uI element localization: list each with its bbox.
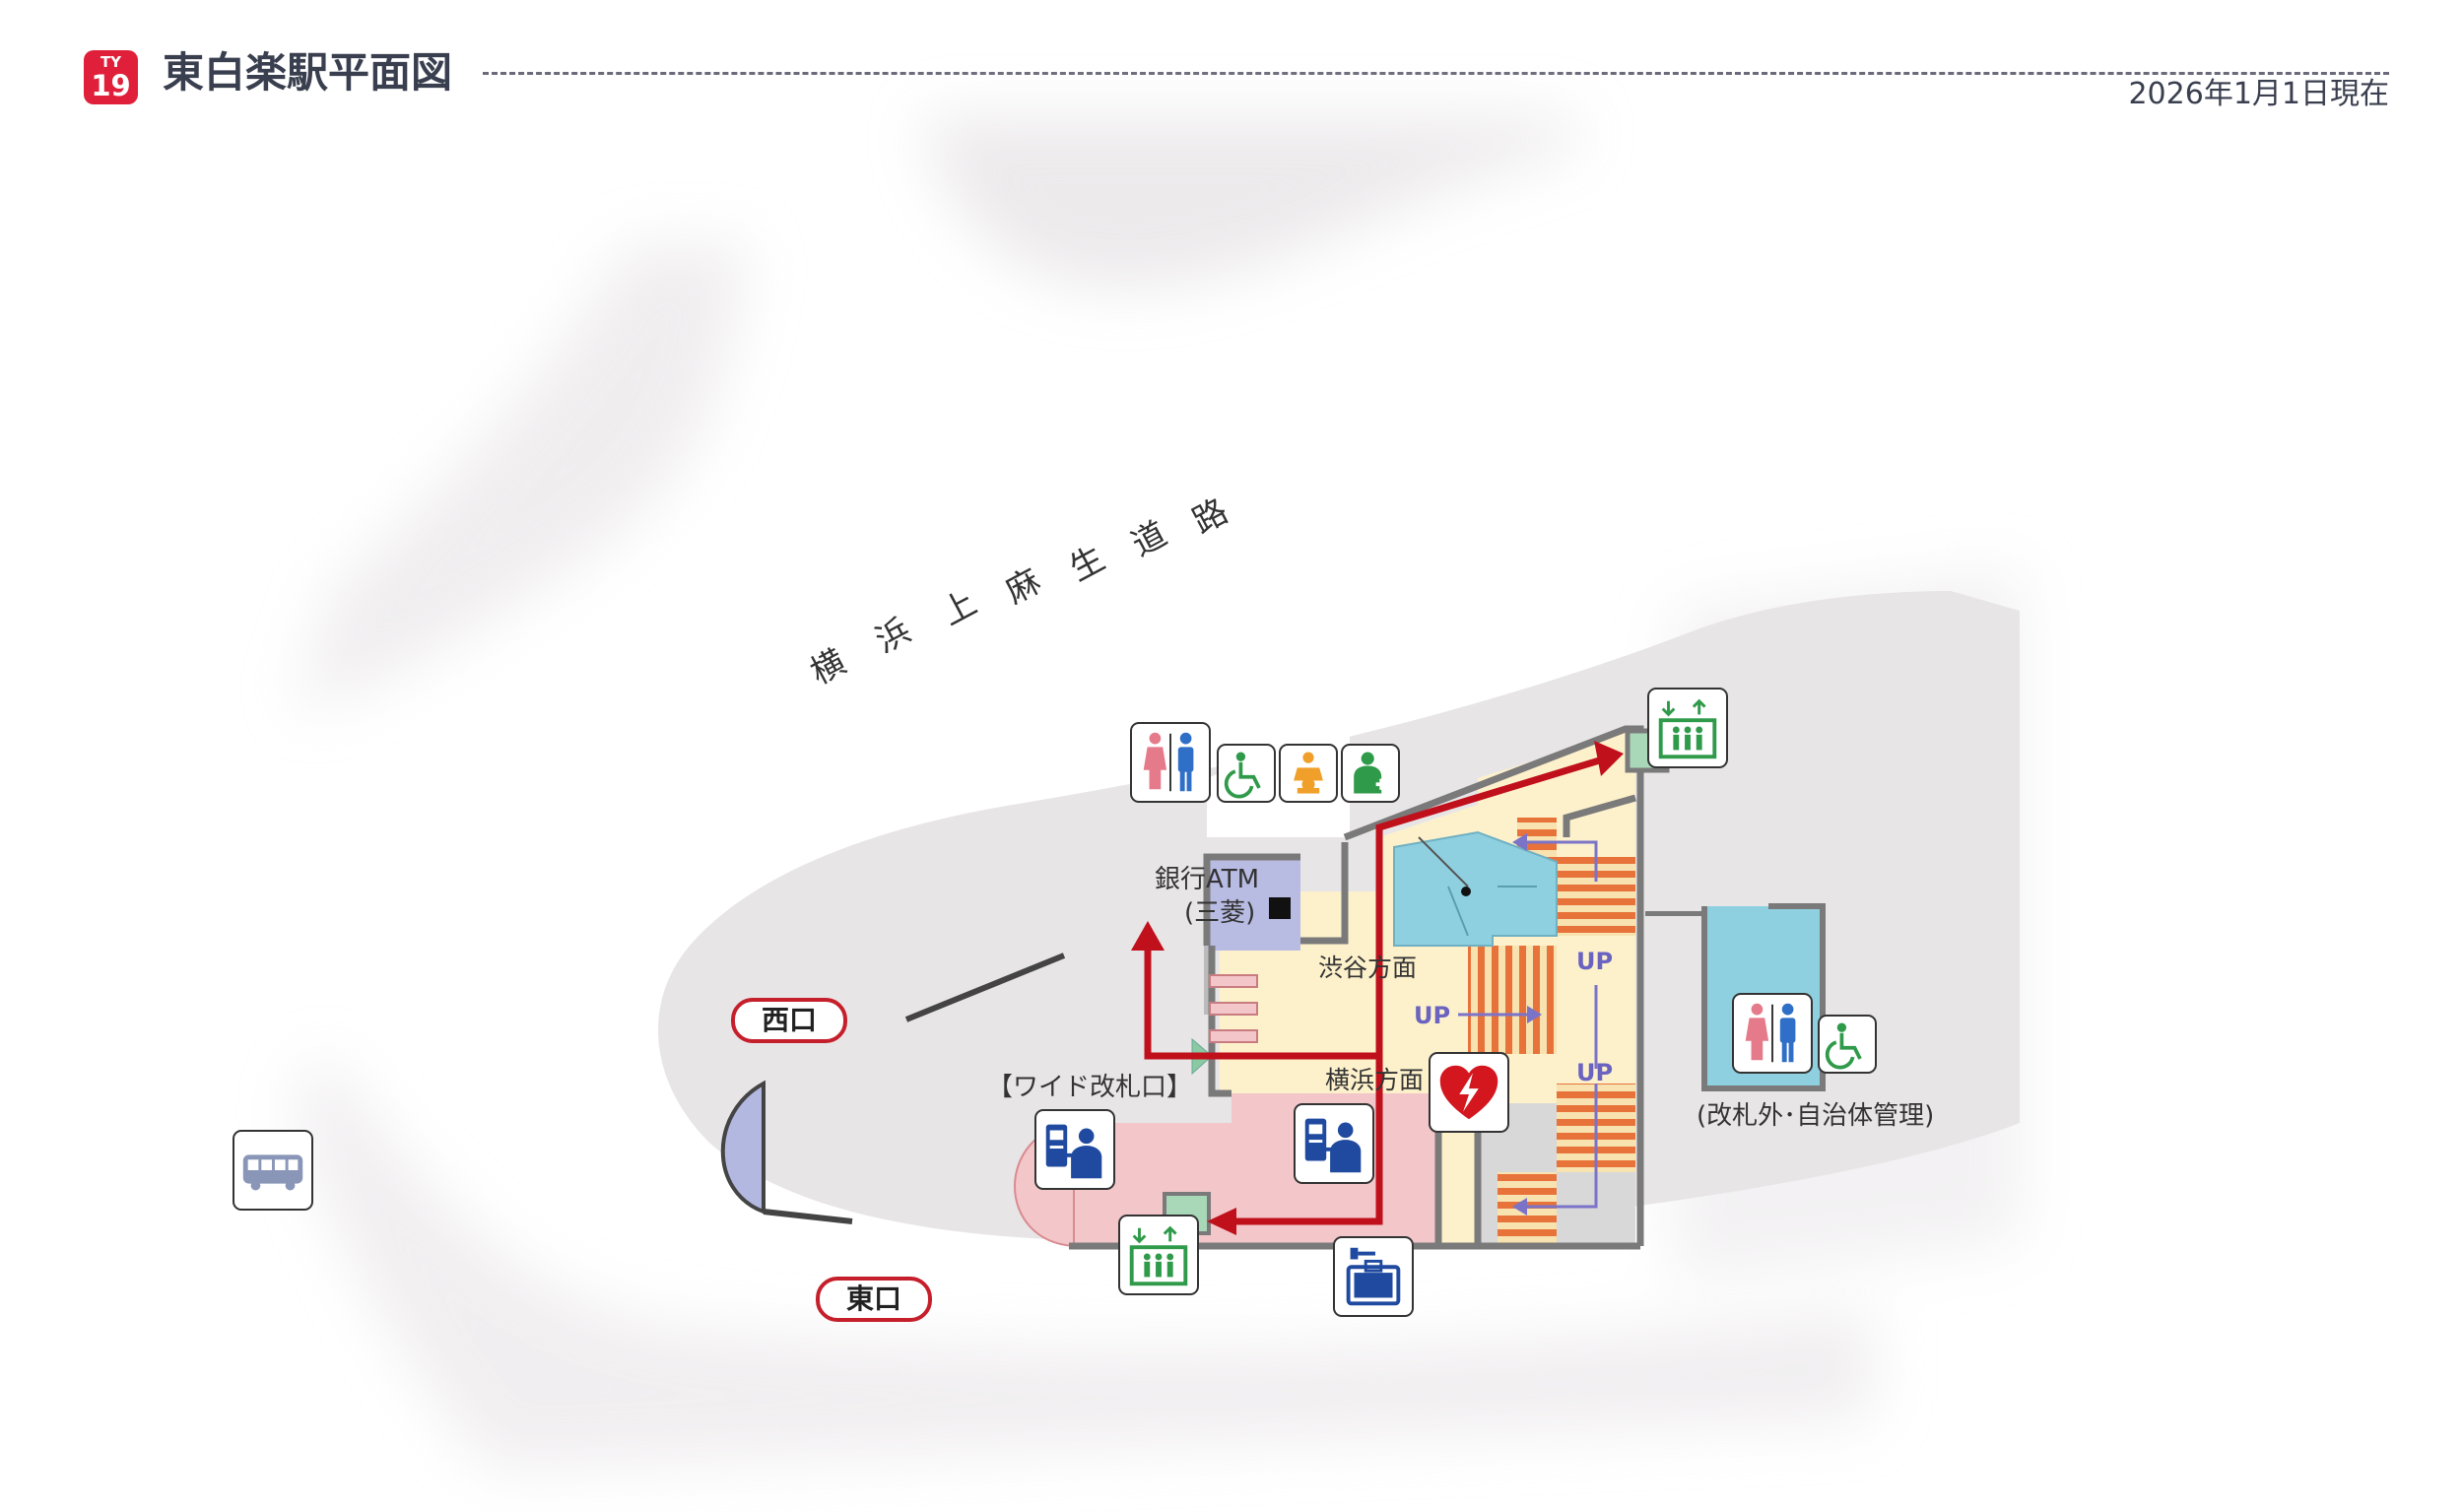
wide-gate-label: 【ワイド改札口】 — [987, 1073, 1193, 1102]
route-arrowheads — [1131, 741, 1624, 1235]
atm-marker — [1269, 897, 1291, 919]
west-exit-label[interactable]: 西口 — [731, 998, 847, 1043]
baby-care-icon — [1279, 744, 1338, 803]
badge-line-code: TY — [100, 53, 122, 71]
elevator-icon — [1647, 688, 1728, 768]
escalator-arrowheads — [1512, 833, 1542, 1216]
aed-icon — [1429, 1052, 1509, 1133]
restroom-icon — [1130, 722, 1211, 803]
page-title: 東白楽駅平面図 — [163, 48, 453, 97]
header-divider — [483, 72, 2389, 75]
ticket-office-icon — [1294, 1103, 1374, 1184]
escalator-up-label: UP — [1414, 1002, 1451, 1029]
coin-locker-icon — [1333, 1236, 1414, 1317]
accessible-restroom-icon — [1818, 1015, 1877, 1074]
header: TY 19 東白楽駅平面図 2026年1月1日現在 — [0, 0, 2463, 138]
restroom-icon — [1732, 993, 1813, 1074]
escalator-arrows — [1458, 840, 1598, 1209]
accessible-route — [1144, 755, 1608, 1225]
ticket-gates — [1209, 974, 1258, 1043]
escalator-up-label: UP — [1576, 948, 1614, 975]
escalator-up-label: UP — [1576, 1059, 1614, 1086]
atm-bank-label: (三菱) — [1184, 898, 1256, 928]
bus-stop-icon — [233, 1130, 313, 1211]
atm-label: 銀行ATM — [1155, 865, 1260, 894]
ticket-office-icon — [1034, 1109, 1115, 1190]
station-number-badge: TY 19 — [84, 50, 138, 104]
shibuya-direction-label: 渋谷方面 — [1318, 953, 1418, 982]
yokohama-direction-label: 横浜方面 — [1325, 1066, 1425, 1094]
east-exit-label[interactable]: 東口 — [816, 1277, 932, 1322]
first-aid-room-icon — [1341, 744, 1400, 803]
accessible-restroom-icon — [1217, 744, 1276, 803]
badge-station-number: 19 — [91, 69, 131, 102]
west-entrance — [720, 953, 1066, 1224]
waiting-area — [1393, 830, 1558, 947]
outside-management-note: (改札外･自治体管理) — [1697, 1101, 1935, 1131]
stairs — [1468, 818, 1635, 1246]
as-of-date: 2026年1月1日現在 — [2128, 77, 2389, 111]
elevator-icon — [1118, 1215, 1199, 1295]
